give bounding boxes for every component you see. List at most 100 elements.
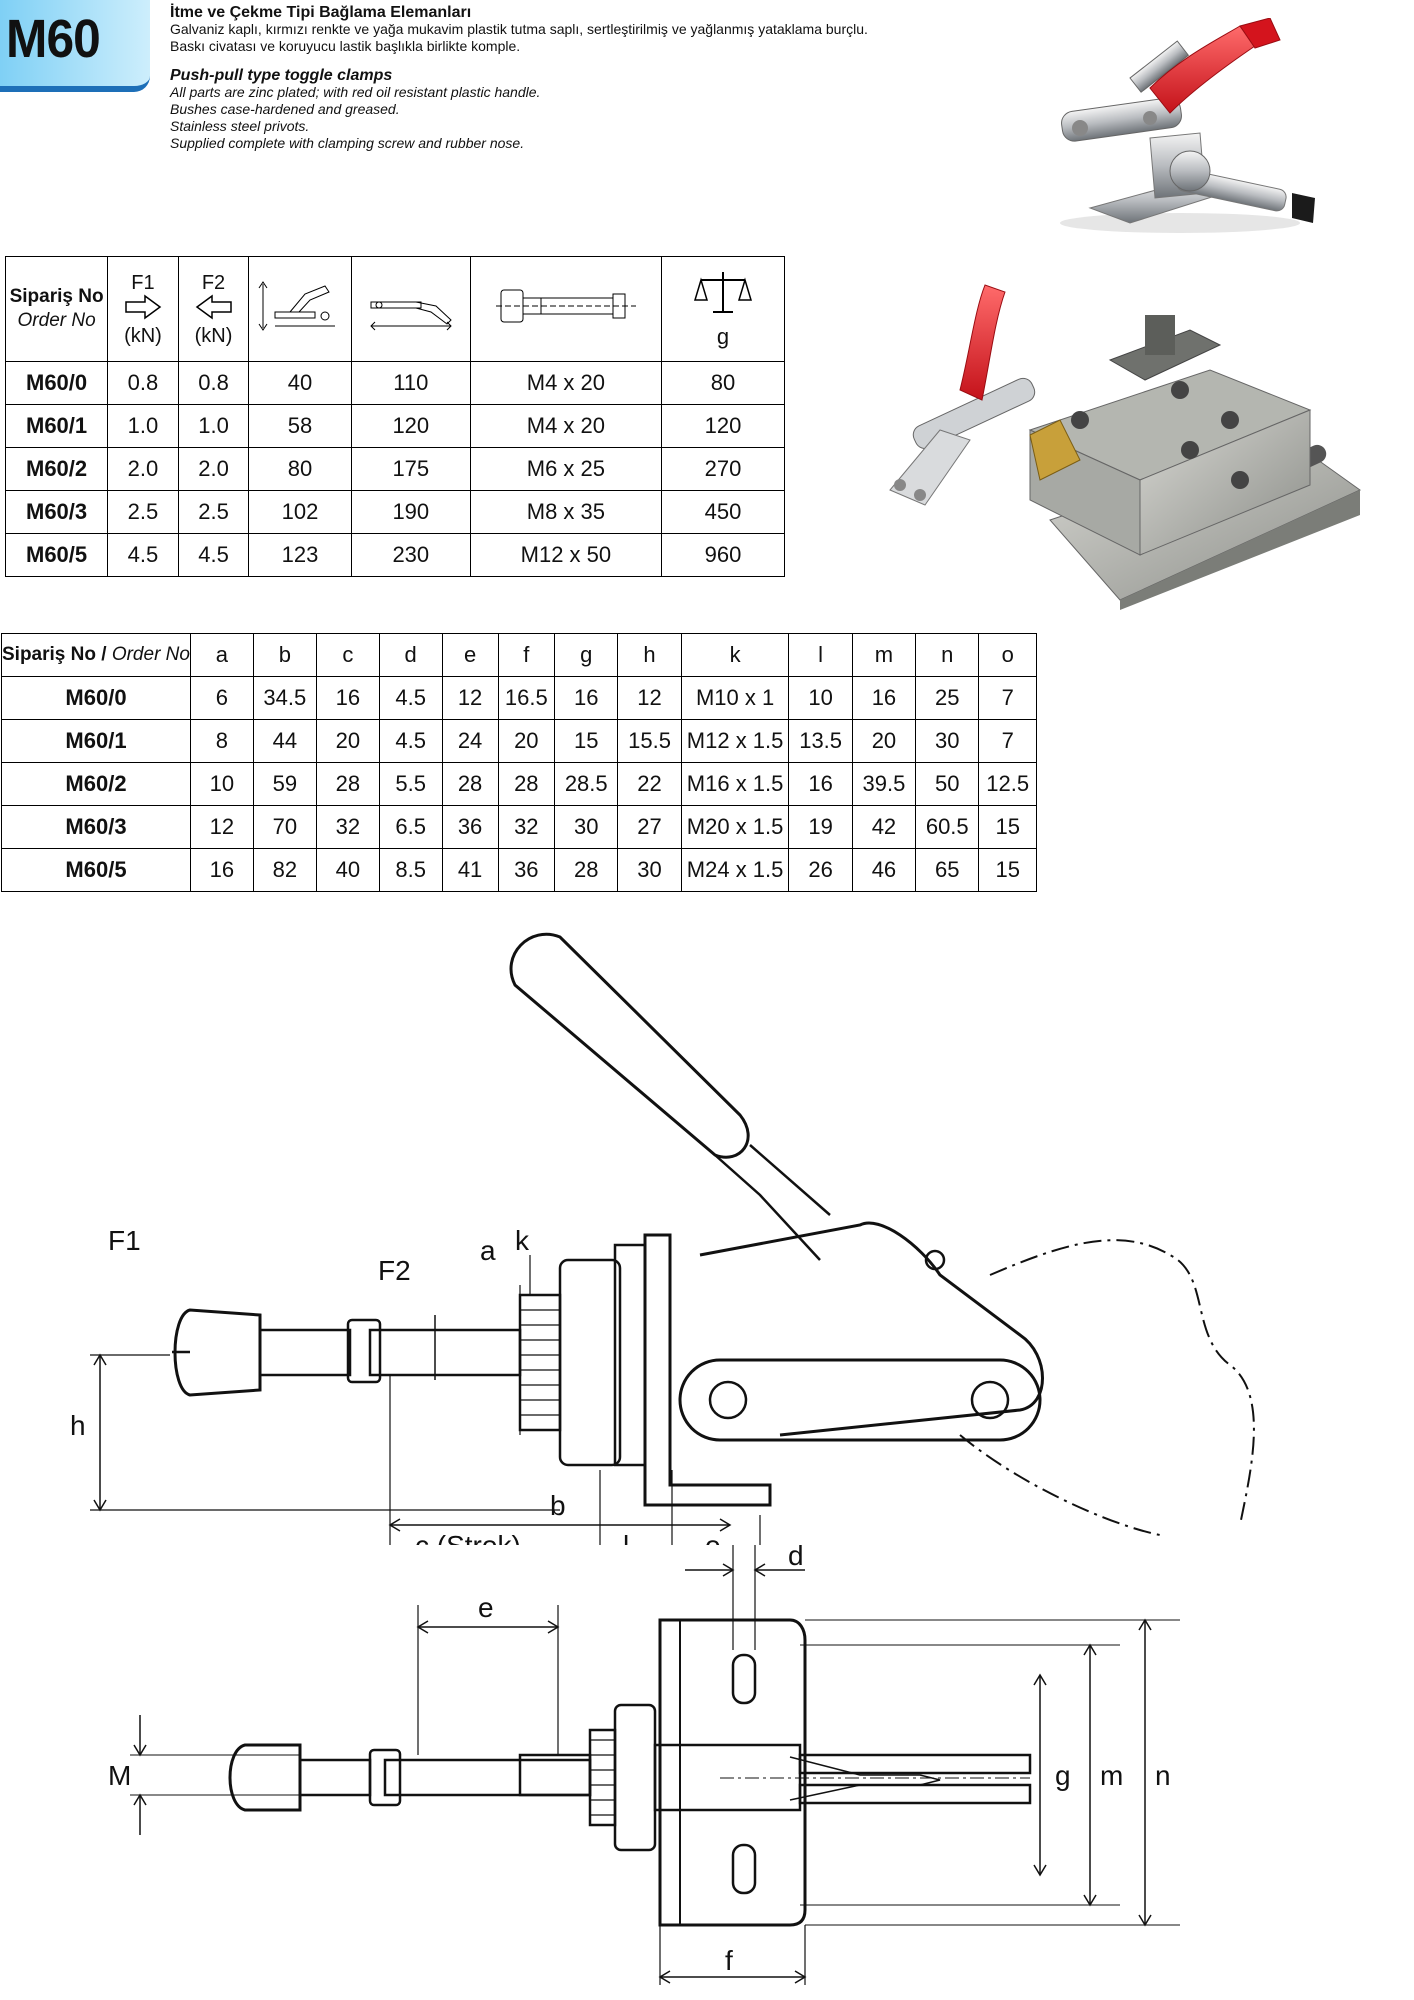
stroke-b-cell: 230 [350,533,471,577]
f1-cell: 4.5 [107,533,179,577]
top-view-drawing: d e M g m n f [108,1545,1180,1985]
desc-tr-line: Baskı civatası ve koruyucu lastik başlık… [170,38,521,54]
weight-cell: 120 [660,404,786,448]
stroke-a-cell: 40 [248,361,352,405]
order-no-cell: M60/3 [4,490,109,534]
arrow-right-icon [125,294,162,319]
col-header-o: o [978,633,1037,677]
dim-label-h: h [70,1410,86,1441]
col-header-h: h [617,633,682,677]
dim-cell: 26 [788,848,853,892]
dim-cell: 60.5 [915,805,980,849]
table-row: M60/3 12 70 32 6.5 36 32 30 27 M20 x 1.5… [1,805,1037,849]
dim-cell: 12.5 [978,762,1037,806]
dim-label-k: k [515,1225,530,1256]
order-no-header: Sipariş No Order No [4,256,109,362]
weight-cell: 960 [660,533,786,577]
dim-cell: M20 x 1.5 [680,805,790,849]
f1-header: F1 (kN) [107,256,179,362]
dim-cell: 30 [617,848,682,892]
dim-cell: 15 [978,805,1037,849]
col-header-f: f [497,633,556,677]
f1-cell: 2.5 [107,490,179,534]
stroke-a-header [248,256,352,362]
dim-cell: 19 [788,805,853,849]
table-row: M60/0 0.8 0.8 40 110 M4 x 20 80 [4,361,786,405]
weight-header: g [660,256,786,362]
dim-cell: 16.5 [497,676,556,720]
f2-label: F2 [201,271,226,294]
dim-cell: 16 [788,762,853,806]
dim-cell: 15 [554,719,619,763]
screw-cell: M6 x 25 [469,447,662,491]
dim-cell: 8 [189,719,254,763]
dim-cell: 6 [189,676,254,720]
product-code-badge: M60 [0,0,150,92]
order-no-cell: M60/1 [4,404,109,448]
dim-cell: 12 [617,676,682,720]
product-description: İtme ve Çekme Tipi Bağlama Elemanları Ga… [170,4,970,152]
stroke-b-cell: 120 [350,404,471,448]
dim-cell: 20 [851,719,917,763]
screw-cell: M4 x 20 [469,404,662,448]
desc-en-line: Supplied complete with clamping screw an… [170,135,525,151]
table-row: M60/1 1.0 1.0 58 120 M4 x 20 120 [4,404,786,448]
desc-en-line: Stainless steel privots. [170,118,310,134]
dim-cell: 65 [915,848,980,892]
clamp-open-height-icon [258,281,336,331]
dim-cell: 15.5 [617,719,682,763]
col-header-g: g [554,633,619,677]
dim-cell: 8.5 [378,848,443,892]
dim-cell: 4.5 [378,676,443,720]
dim-cell: 10 [788,676,853,720]
dim-cell: 16 [315,676,380,720]
dim-cell: 12 [189,805,254,849]
dim-cell: M10 x 1 [680,676,790,720]
stroke-b-cell: 175 [350,447,471,491]
dim-cell: 42 [851,805,917,849]
dim-cell: 10 [189,762,254,806]
weight-unit: g [716,324,730,349]
dim-cell: 24 [441,719,499,763]
dim-cell: 34.5 [252,676,317,720]
col-header-e: e [441,633,499,677]
f2-cell: 2.0 [177,447,250,491]
f1-unit: (kN) [124,324,162,347]
f2-cell: 0.8 [177,361,250,405]
stroke-a-cell: 123 [248,533,352,577]
dim-label-f2: F2 [378,1255,411,1286]
f1-cell: 0.8 [107,361,179,405]
dim-cell: 36 [497,848,556,892]
dim-cell: 4.5 [378,719,443,763]
table-row: M60/2 10 59 28 5.5 28 28 28.5 22 M16 x 1… [1,762,1037,806]
dim-label-d: d [788,1545,804,1571]
scale-icon [693,272,752,313]
dim-cell: 28.5 [554,762,619,806]
screw-cell: M4 x 20 [469,361,662,405]
col-header-d: d [378,633,443,677]
dim-cell: 32 [497,805,556,849]
table-row: M60/1 8 44 20 4.5 24 20 15 15.5 M12 x 1.… [1,719,1037,763]
title-tr: İtme ve Çekme Tipi Bağlama Elemanları [170,4,472,21]
table-row: M60/0 6 34.5 16 4.5 12 16.5 16 12 M10 x … [1,676,1037,720]
dim-cell: M16 x 1.5 [680,762,790,806]
order-no-cell: M60/1 [1,719,191,763]
order-no-cell: M60/5 [4,533,109,577]
dim-cell: 36 [441,805,499,849]
dim-b-drawing: b [388,1490,732,1532]
dim-cell: 16 [189,848,254,892]
weight-cell: 80 [660,361,786,405]
dim-cell: 27 [617,805,682,849]
dim-cell: 15 [978,848,1037,892]
order-no-header: Sipariş No / Order No [1,633,191,677]
dim-cell: 20 [497,719,556,763]
col-header-m: m [851,633,917,677]
dim-label-l: l [623,1530,629,1545]
order-no-header-en: Order No [17,310,96,331]
table-row: M60/3 2.5 2.5 102 190 M8 x 35 450 [4,490,786,534]
dim-label-a: a [480,1235,496,1266]
dim-cell: 30 [915,719,980,763]
product-photo-clamp [1060,18,1315,233]
dim-label-o: o [705,1530,721,1545]
order-no-cell: M60/3 [1,805,191,849]
